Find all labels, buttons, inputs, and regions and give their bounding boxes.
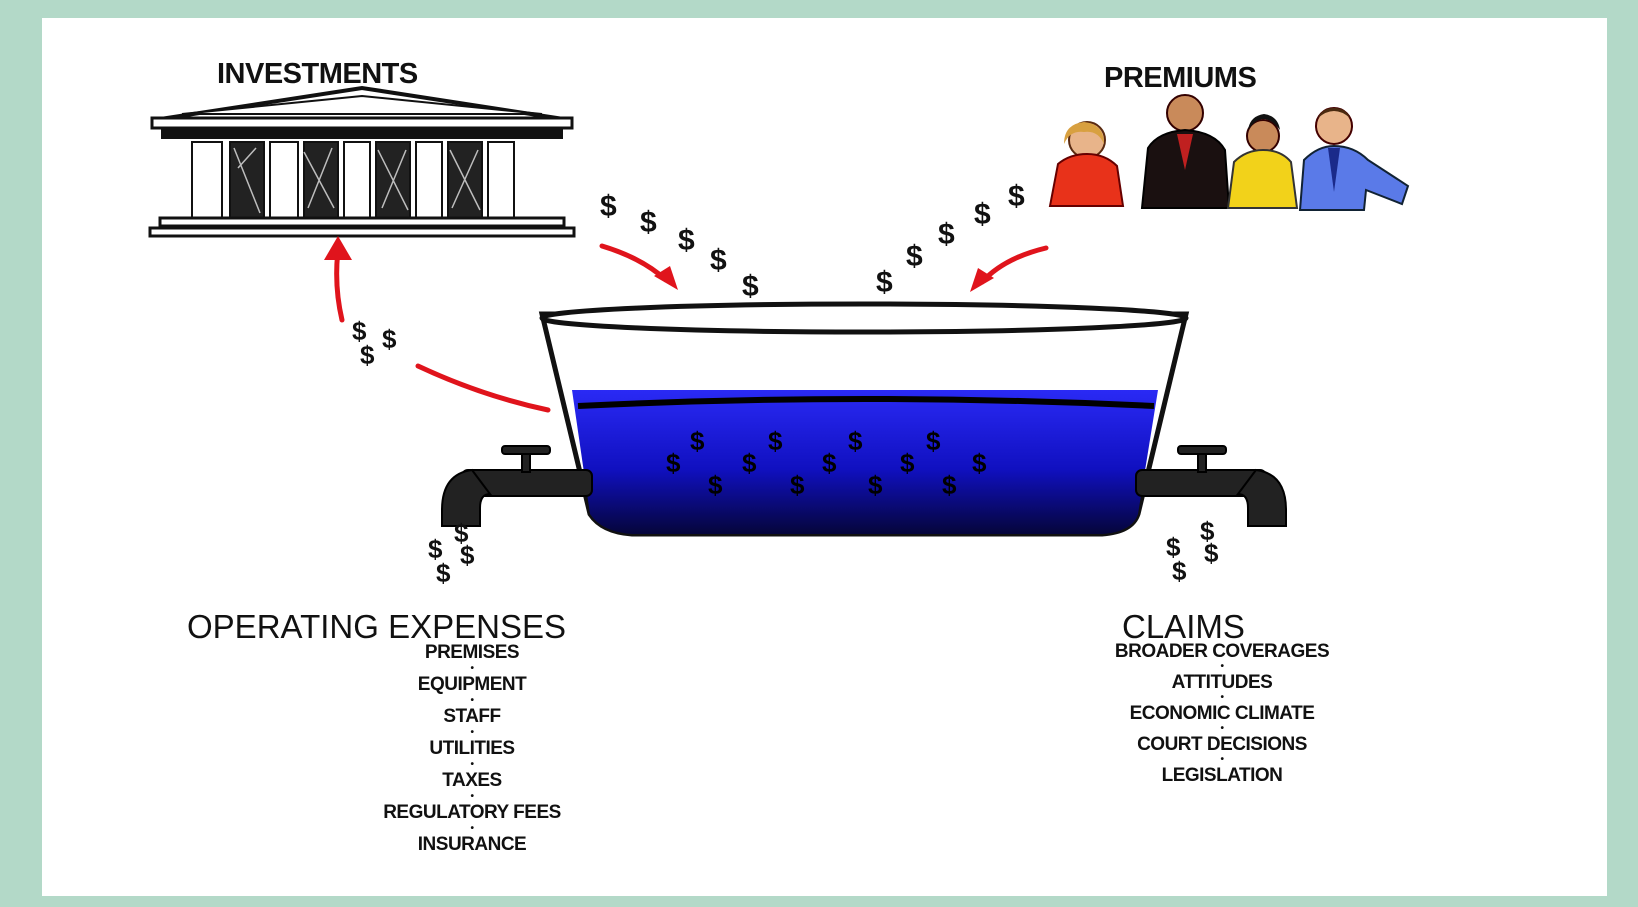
arrow-icon — [324, 236, 352, 260]
dollar-sign: $ — [938, 218, 955, 251]
dollar-stream-expenses: $ $ $ $ — [428, 518, 475, 588]
expense-item: INSURANCE — [417, 834, 527, 855]
dollar-sign: $ — [972, 448, 987, 478]
expense-item: STAFF — [443, 706, 501, 727]
arrow-icon — [970, 268, 994, 292]
claims-list: BROADER COVERAGES•ATTITUDES•ECONOMIC CLI… — [1072, 642, 1372, 785]
dollar-sign: $ — [742, 448, 757, 478]
dollar-sign: $ — [382, 324, 397, 354]
bullet-separator: • — [1220, 754, 1224, 765]
dollar-sign: $ — [436, 558, 451, 588]
expense-item: REGULATORY FEES — [383, 802, 561, 823]
dollar-sign: $ — [666, 448, 681, 478]
dollar-sign: $ — [454, 518, 469, 548]
dollar-sign: $ — [868, 470, 883, 500]
operating-expenses-list: PREMISES•EQUIPMENT•STAFF•UTILITIES•TAXES… — [262, 642, 682, 856]
dollar-sign: $ — [822, 448, 837, 478]
faucet-icon — [1135, 445, 1287, 527]
bullet-separator: • — [470, 663, 474, 674]
claims-factor-item: ATTITUDES — [1171, 672, 1273, 693]
bullet-separator: • — [470, 695, 474, 706]
bullet-separator: • — [470, 791, 474, 802]
bullet-separator: • — [470, 759, 474, 770]
faucet-icon — [441, 445, 593, 527]
dollar-sign: $ — [900, 448, 915, 478]
dollar-sign: $ — [942, 470, 957, 500]
dollar-sign: $ — [690, 426, 705, 456]
claims-factor-item: ECONOMIC CLIMATE — [1129, 703, 1315, 724]
dollar-stream-premiums: $ $ $ $ $ — [876, 180, 1025, 299]
premiums-label: PREMIUMS — [1104, 62, 1257, 94]
dollar-sign: $ — [742, 270, 759, 303]
arrow-icon — [334, 247, 551, 413]
people-group-icon — [1048, 94, 1410, 211]
dollar-sign: $ — [1008, 180, 1025, 213]
dollar-sign: $ — [640, 206, 657, 239]
bullet-separator: • — [1220, 661, 1224, 672]
dollar-sign: $ — [906, 240, 923, 273]
dollar-sign: $ — [926, 426, 941, 456]
bank-building-icon — [148, 85, 576, 238]
bullet-separator: • — [470, 823, 474, 834]
operating-expenses-heading: OPERATING EXPENSES — [187, 608, 566, 645]
expense-item: PREMISES — [424, 642, 520, 663]
dollar-sign: $ — [1166, 532, 1181, 562]
dollar-stream-investments: $ $ $ $ $ — [600, 190, 759, 303]
dollar-sign: $ — [708, 470, 723, 500]
dollar-sign: $ — [1204, 538, 1219, 568]
dollar-sign: $ — [710, 244, 727, 277]
claims-heading: CLAIMS — [1122, 608, 1245, 645]
bullet-separator: • — [1220, 692, 1224, 703]
arrow-icon — [654, 266, 678, 290]
diagram-canvas: $ $ $ $ $ $ $ $ $ $ $ $ $ — [42, 18, 1607, 896]
dollar-pool: $ $ $ $ $ $ $ $ $ $ $ $ $ — [666, 426, 987, 500]
expense-item: TAXES — [442, 770, 502, 791]
claims-factor-item: LEGISLATION — [1161, 765, 1283, 786]
dollar-sign: $ — [790, 470, 805, 500]
dollar-stream-claims: $ $ $ $ — [1166, 516, 1219, 586]
expense-item: UTILITIES — [429, 738, 515, 759]
claims-factor-item: BROADER COVERAGES — [1114, 641, 1330, 662]
dollar-sign: $ — [876, 266, 893, 299]
dollar-stream-return: $ $ $ — [352, 316, 397, 370]
dollar-sign: $ — [848, 426, 863, 456]
dollar-sign: $ — [460, 540, 475, 570]
expense-item: EQUIPMENT — [417, 674, 527, 695]
dollar-sign: $ — [360, 340, 375, 370]
dollar-sign: $ — [1172, 556, 1187, 586]
insurance-flow-diagram: $ $ $ $ $ $ $ $ $ $ $ $ $ — [148, 85, 1410, 588]
investments-label: INVESTMENTS — [217, 58, 418, 90]
dollar-sign: $ — [1200, 516, 1215, 546]
dollar-sign: $ — [428, 534, 443, 564]
dollar-sign: $ — [678, 224, 695, 257]
dollar-sign: $ — [352, 316, 367, 346]
bullet-separator: • — [470, 727, 474, 738]
dollar-sign: $ — [974, 198, 991, 231]
claims-factor-item: COURT DECISIONS — [1137, 734, 1307, 755]
dollar-sign: $ — [768, 426, 783, 456]
dollar-sign: $ — [600, 190, 617, 223]
bullet-separator: • — [1220, 723, 1224, 734]
bucket-icon — [538, 301, 1190, 537]
